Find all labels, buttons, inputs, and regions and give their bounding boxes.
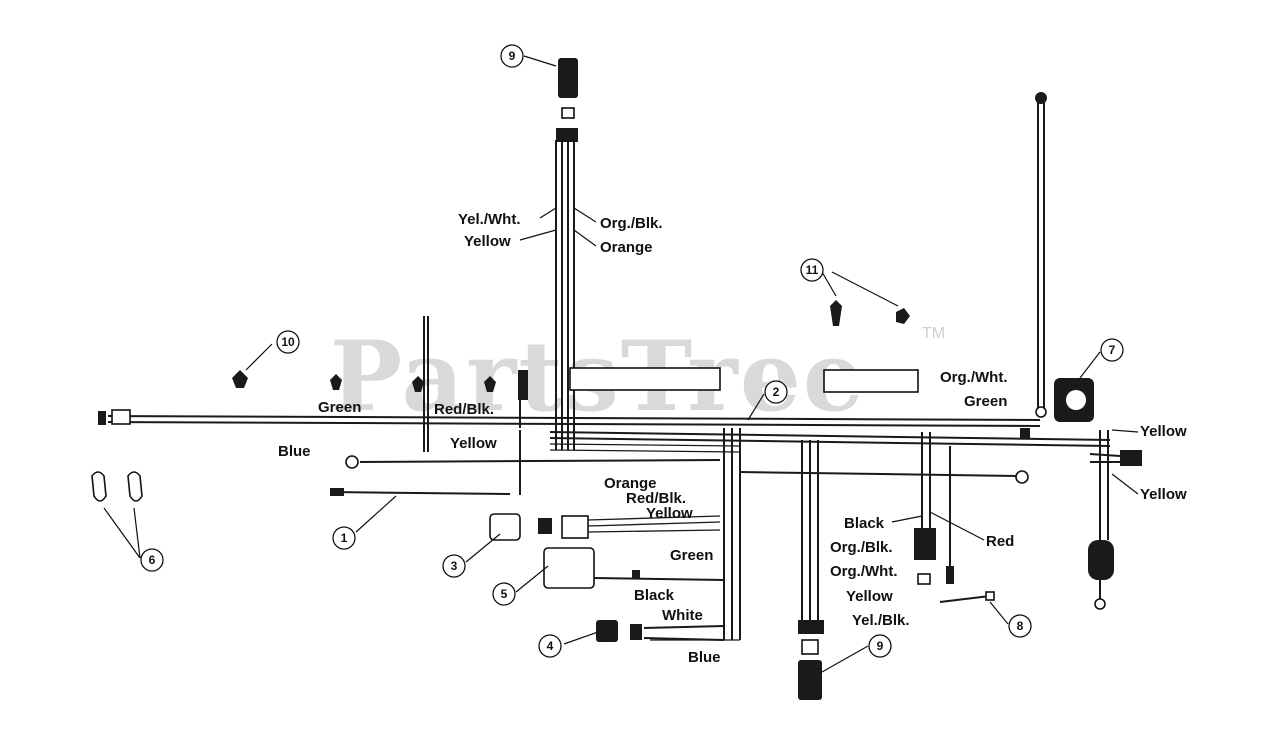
label-yellow-right-top: Yellow [1140, 423, 1187, 440]
label-orange-top: Orange [600, 239, 653, 256]
label-blue-left: Blue [278, 443, 311, 460]
label-black-mid: Black [634, 587, 675, 604]
svg-text:9: 9 [877, 639, 884, 653]
label-org-wht-low: Org./Wht. [830, 563, 898, 580]
ring-terminal-bottom-right [1094, 598, 1106, 610]
label-yellow-right-bottom: Yellow [1140, 486, 1187, 503]
label-red-right: Red [986, 533, 1014, 550]
label-yel-blk-low: Yel./Blk. [852, 612, 910, 629]
label-org-wht-right: Org./Wht. [940, 369, 1008, 386]
svg-text:7: 7 [1109, 343, 1116, 357]
callouts: 9 10 11 2 7 1 3 5 [140, 44, 1124, 658]
fuse-holder [1088, 540, 1114, 580]
label-white: White [662, 607, 703, 624]
callout-9-bottom: 9 [868, 634, 892, 658]
red-blk-connector [518, 370, 528, 400]
solenoid-7 [1054, 378, 1094, 422]
label-yellow-low: Yellow [846, 588, 893, 605]
part-8-fuse [939, 591, 995, 603]
svg-text:1: 1 [341, 531, 348, 545]
part-6-bulbs [91, 471, 143, 502]
callout-5: 5 [492, 582, 516, 606]
callout-3: 3 [442, 554, 466, 578]
svg-text:10: 10 [281, 335, 295, 349]
part-5-relay [543, 547, 725, 589]
svg-text:11: 11 [806, 263, 819, 277]
label-orange-mid: Orange [604, 475, 657, 492]
svg-text:3: 3 [451, 559, 458, 573]
svg-text:4: 4 [547, 639, 554, 653]
part-4-switch [596, 620, 725, 642]
watermark-trademark: TM [922, 325, 945, 342]
switch-bottom [798, 620, 824, 700]
switch-top [556, 58, 578, 142]
callout-11: 11 [800, 258, 824, 282]
ring-terminal-right [1035, 406, 1047, 418]
svg-text:6: 6 [149, 553, 156, 567]
svg-text:9: 9 [509, 49, 516, 63]
terminal-top-right [1035, 92, 1047, 104]
brackets [569, 367, 919, 393]
label-org-blk-top: Org./Blk. [600, 215, 663, 232]
label-green-mid: Green [670, 547, 713, 564]
part-1-wire [329, 488, 511, 496]
fasteners [232, 300, 910, 392]
left-plug [98, 411, 106, 425]
callout-6: 6 [140, 548, 164, 572]
callout-2: 2 [764, 380, 788, 404]
label-yel-wht-top: Yel./Wht. [458, 211, 521, 228]
svg-text:8: 8 [1017, 619, 1024, 633]
ring-terminal-mid-right [1015, 470, 1029, 484]
leader-lines [103, 55, 1139, 673]
callout-8: 8 [1008, 614, 1032, 638]
ring-terminal-left [345, 455, 359, 469]
label-blue-bottom: Blue [688, 649, 721, 666]
svg-text:5: 5 [501, 587, 508, 601]
label-yellow-mid2: Yellow [646, 505, 693, 522]
callout-10: 10 [276, 330, 300, 354]
part-3-connector [489, 513, 721, 541]
label-yellow-mid: Yellow [450, 435, 497, 452]
wire-labels: Yel./Wht. Yellow Org./Blk. Orange Green … [278, 211, 1187, 666]
callout-9-top: 9 [500, 44, 524, 68]
label-org-blk-low: Org./Blk. [830, 539, 893, 556]
right-connector [1120, 450, 1142, 466]
label-black-right: Black [844, 515, 885, 532]
label-green-left: Green [318, 399, 361, 416]
black-connector-right [914, 428, 1030, 585]
label-red-blk-mid: Red/Blk. [626, 490, 686, 507]
label-yellow-top: Yellow [464, 233, 511, 250]
left-connector [111, 409, 131, 425]
label-green-right: Green [964, 393, 1007, 410]
callout-7: 7 [1100, 338, 1124, 362]
label-red-blk: Red/Blk. [434, 401, 494, 418]
callout-4: 4 [538, 634, 562, 658]
svg-text:2: 2 [773, 385, 780, 399]
callout-1: 1 [332, 526, 356, 550]
main-harness [98, 92, 1142, 641]
